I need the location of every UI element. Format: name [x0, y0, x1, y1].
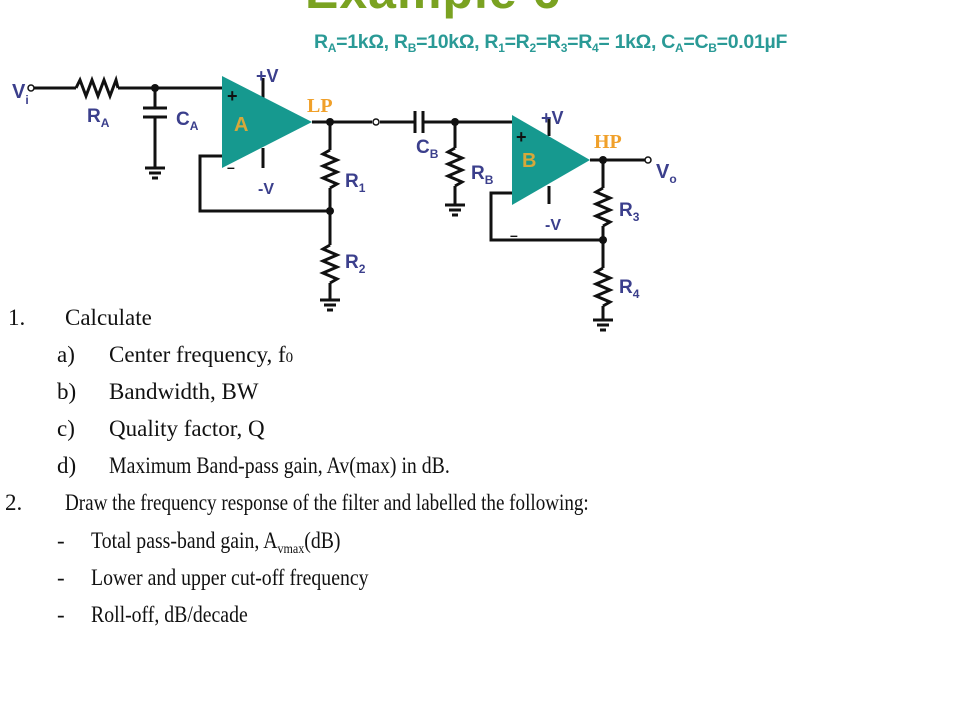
question-1-item-d: d) Maximum Band-pass gain, Av(max) in dB… [57, 453, 450, 478]
junction-dot [326, 207, 334, 215]
question-number: 1. [8, 305, 26, 330]
resistor-r3 [592, 186, 614, 228]
junction-dot [599, 236, 607, 244]
question-2-item-2: - Lower and upper cut-off frequency [57, 565, 369, 590]
ra-label: RA [87, 106, 110, 130]
question-1-item-a: a) Center frequency, f0 [57, 342, 294, 367]
resistor-r2 [319, 243, 341, 285]
wire-a-feedback [198, 154, 330, 213]
output-label: Vo [656, 161, 677, 186]
opamp-a-plus-supply: +V [256, 66, 279, 86]
lp-terminal [372, 118, 380, 126]
given-component-values: RA=1kΩ, RB=10kΩ, R1=R2=R3=R4= 1kΩ, CA=CB… [314, 31, 788, 55]
opamp-b-label: B [522, 150, 536, 172]
question-1-item-c: c) Quality factor, Q [57, 416, 265, 441]
question-1: 1. Calculate [8, 305, 908, 335]
ca-label: CA [176, 109, 199, 133]
resistor-ra [74, 74, 120, 101]
junction-dot [326, 118, 334, 126]
opamp-a-plus-input: + [227, 86, 238, 106]
ground-r2 [320, 298, 340, 312]
opamp-a-minus-supply: -V [258, 181, 274, 198]
question-2-item-1: - Total pass-band gain, Avmax(dB) [57, 528, 341, 557]
resistor-r1 [319, 148, 341, 190]
wire-b-feedback [489, 191, 603, 242]
opamp-a-label: A [234, 114, 248, 136]
input-label: Vi [12, 81, 29, 107]
input-terminal [27, 84, 35, 92]
question-text: Calculate [65, 305, 152, 330]
opamp-a-minus-input: – [227, 159, 235, 175]
opamp-b-plus-supply: +V [541, 108, 564, 128]
cb-label: CB [416, 137, 439, 161]
question-2-item-3: - Roll-off, dB/decade [57, 602, 248, 627]
question-1-item-b: b) Bandwidth, BW [57, 379, 259, 404]
opamp-b-minus-input: – [510, 227, 518, 243]
band-pass-filter-circuit: + – + – A B +V -V +V -V LP HP Vi Vo RA C… [12, 66, 677, 332]
output-terminal [644, 156, 652, 164]
resistor-r4 [592, 266, 614, 308]
r4-label: R4 [619, 277, 640, 301]
opamp-b [512, 115, 590, 205]
r2-label: R2 [345, 252, 366, 276]
slide-title: Example 6 [305, 0, 561, 20]
hp-tag: HP [594, 131, 622, 153]
r3-label: R3 [619, 200, 640, 224]
ground-rb [445, 203, 465, 217]
lp-tag: LP [307, 95, 333, 117]
junction-dot [151, 84, 159, 92]
question-2: 2. Draw the frequency response of the fi… [5, 490, 965, 520]
question-text: Draw the frequency response of the filte… [65, 490, 589, 515]
r1-label: R1 [345, 171, 366, 195]
rb-label: RB [471, 163, 494, 187]
junction-dot [599, 156, 607, 164]
question-number: 2. [5, 490, 23, 515]
junction-dot [451, 118, 459, 126]
opamp-a [222, 76, 312, 168]
ground-ca [145, 166, 165, 180]
opamp-b-minus-supply: -V [545, 217, 561, 234]
resistor-rb [444, 146, 466, 188]
ground-r4 [593, 318, 613, 332]
opamp-b-plus-input: + [516, 127, 527, 147]
